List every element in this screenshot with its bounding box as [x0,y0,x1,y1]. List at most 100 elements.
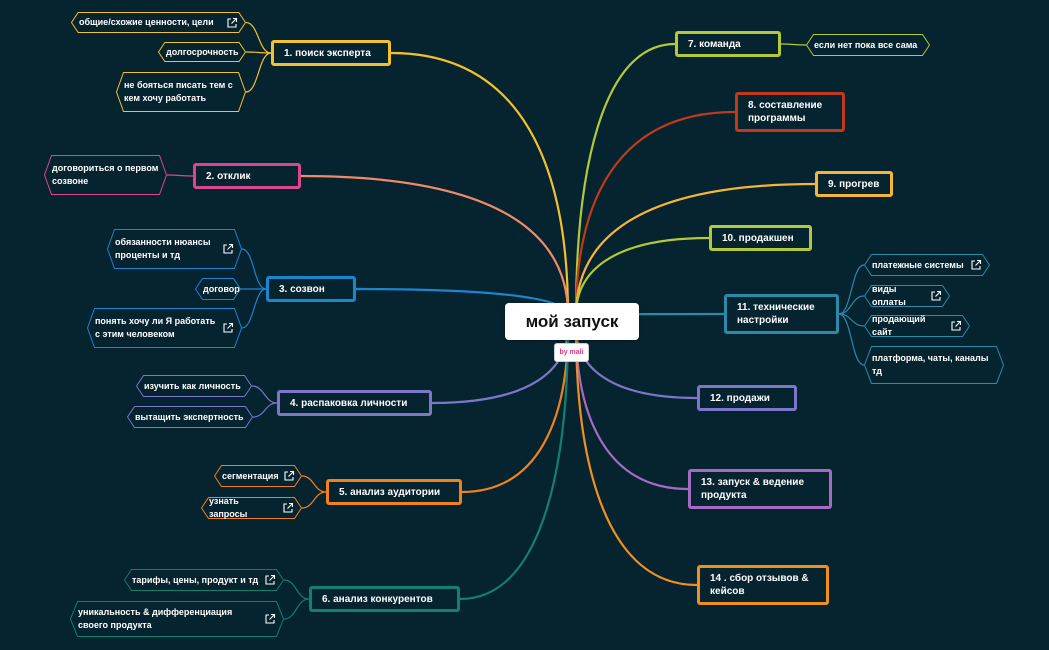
subtopic-shape [864,346,1004,384]
topic-label: 11. технические настройки [737,302,815,326]
subtopic-shape [864,315,970,337]
subtopic-node[interactable]: виды оплаты [864,284,950,307]
external-link-icon[interactable] [264,574,276,586]
external-link-icon[interactable] [222,243,234,255]
topic-node-t5[interactable]: 5. анализ аудитории [326,479,462,505]
external-link-icon[interactable] [282,502,294,514]
topic-node-t4[interactable]: 4. распаковка личности [277,390,432,416]
sub-connector-t3-2 [241,288,267,329]
subtopic-node[interactable]: общие/схожие ценности, цели [71,12,246,33]
topic-node-t8[interactable]: 8. составление программы [735,92,845,132]
topic-label: 7. команда [688,38,741,50]
topic-label: 2. отклик [206,170,251,182]
subtopic-node[interactable]: договор [195,278,241,300]
subtopic-shape [116,72,246,112]
subtopic-shape [70,601,284,637]
external-link-icon[interactable] [226,17,238,29]
topic-node-t7[interactable]: 7. команда [675,31,781,57]
subtopic-node[interactable]: сегментация [214,465,302,487]
topic-connector-t13 [574,325,690,491]
subtopic-label: если нет пока все сама [814,39,918,50]
subtopic-node[interactable]: не бояться писать тем с кем хочу работат… [116,72,246,112]
subtopic-shape [806,34,930,56]
sub-connector-t4-0 [251,385,278,404]
subtopic-node[interactable]: если нет пока все сама [806,34,930,56]
sub-connector-t1-1 [245,51,272,54]
subtopic-label: вытащить экспертность [135,411,244,422]
subtopic-label: понять хочу ли Я работать с этим человек… [95,316,216,339]
sub-connector-t3-0 [241,248,267,290]
subtopic-shape [71,12,246,33]
topic-connector-t1 [389,51,570,317]
topic-label: 9. прогрев [828,178,880,190]
topic-label: 13. запуск & ведение продукта [701,477,805,501]
subtopic-label: общие/схожие ценности, цели [79,17,214,27]
author-badge: by mali [554,343,589,362]
subtopic-label: продающий сайт [872,314,926,337]
topic-label: 1. поиск эксперта [284,47,371,59]
subtopic-node[interactable]: изучить как личность [136,375,252,397]
topic-connector-t5 [460,325,570,494]
topic-node-t6[interactable]: 6. анализ конкурентов [309,586,460,612]
topic-node-t14[interactable]: 14 . сбор отзывов & кейсов [697,565,829,605]
sub-connector-t6-0 [283,579,310,600]
subtopic-shape [158,42,246,62]
subtopic-shape [44,155,167,195]
topic-connector-t14 [574,325,699,587]
topic-node-t12[interactable]: 12. продажи [697,385,797,411]
subtopic-label: договор [203,283,240,294]
topic-label: 3. созвон [279,283,325,295]
topic-node-t13[interactable]: 13. запуск & ведение продукта [688,469,832,509]
external-link-icon[interactable] [222,322,234,334]
external-link-icon[interactable] [264,613,276,625]
sub-connector-t5-0 [301,475,327,493]
topic-node-t2[interactable]: 2. отклик [193,163,301,189]
subtopic-shape [124,569,284,591]
subtopic-shape [864,285,950,307]
topic-node-t10[interactable]: 10. продакшен [709,225,812,251]
sub-connector-t2-0 [166,174,194,177]
subtopic-node[interactable]: тарифы, цены, продукт и тд [124,569,284,591]
topic-node-t9[interactable]: 9. прогрев [815,171,893,197]
subtopic-node[interactable]: обязанности нюансы проценты и тд [107,229,242,269]
topic-label: 6. анализ конкурентов [322,593,433,605]
topic-connector-t7 [574,42,677,317]
subtopic-node[interactable]: понять хочу ли Я работать с этим человек… [87,308,242,348]
root-label: мой запуск [525,311,619,331]
topic-node-t1[interactable]: 1. поиск эксперта [271,40,391,66]
subtopic-node[interactable]: вытащить экспертность [127,406,253,428]
subtopic-node[interactable]: договориться о первом созвоне [44,155,167,195]
external-link-icon[interactable] [283,470,295,482]
topic-label: 8. составление программы [748,100,823,124]
topic-label: 14 . сбор отзывов & кейсов [710,573,809,597]
subtopic-label: виды оплаты [872,284,906,307]
subtopic-shape [201,497,302,519]
external-link-icon[interactable] [950,320,962,332]
subtopic-node[interactable]: уникальность & дифференциация своего про… [70,601,284,637]
subtopic-label: тарифы, цены, продукт и тд [132,574,259,585]
sub-connector-t11-0 [838,264,865,315]
topic-label: 10. продакшен [722,232,794,244]
subtopic-node[interactable]: платформа, чаты, каналы тд [864,346,1004,384]
topic-node-t11[interactable]: 11. технические настройки [724,294,839,334]
subtopic-node[interactable]: узнать запросы [201,496,302,519]
subtopic-node[interactable]: платежные системы [864,254,990,276]
subtopic-label: узнать запросы [209,496,248,519]
subtopic-node[interactable]: долгосрочность [158,42,246,62]
subtopic-shape [136,375,252,397]
topic-connector-t2 [299,174,570,317]
subtopic-label: сегментация [222,470,279,481]
subtopic-label: платежные системы [872,259,964,270]
external-link-icon[interactable] [930,290,942,302]
subtopic-shape [864,254,990,276]
root-node[interactable]: мой запуск [505,303,639,340]
external-link-icon[interactable] [970,259,982,271]
topic-node-t3[interactable]: 3. созвон [266,276,356,302]
subtopic-shape [195,278,241,300]
subtopic-node[interactable]: продающий сайт [864,314,970,337]
sub-connector-t11-3 [838,313,865,366]
topic-connector-t9 [574,182,817,317]
sub-connector-t7-0 [780,43,807,46]
subtopic-label: платформа, чаты, каналы тд [872,353,989,376]
